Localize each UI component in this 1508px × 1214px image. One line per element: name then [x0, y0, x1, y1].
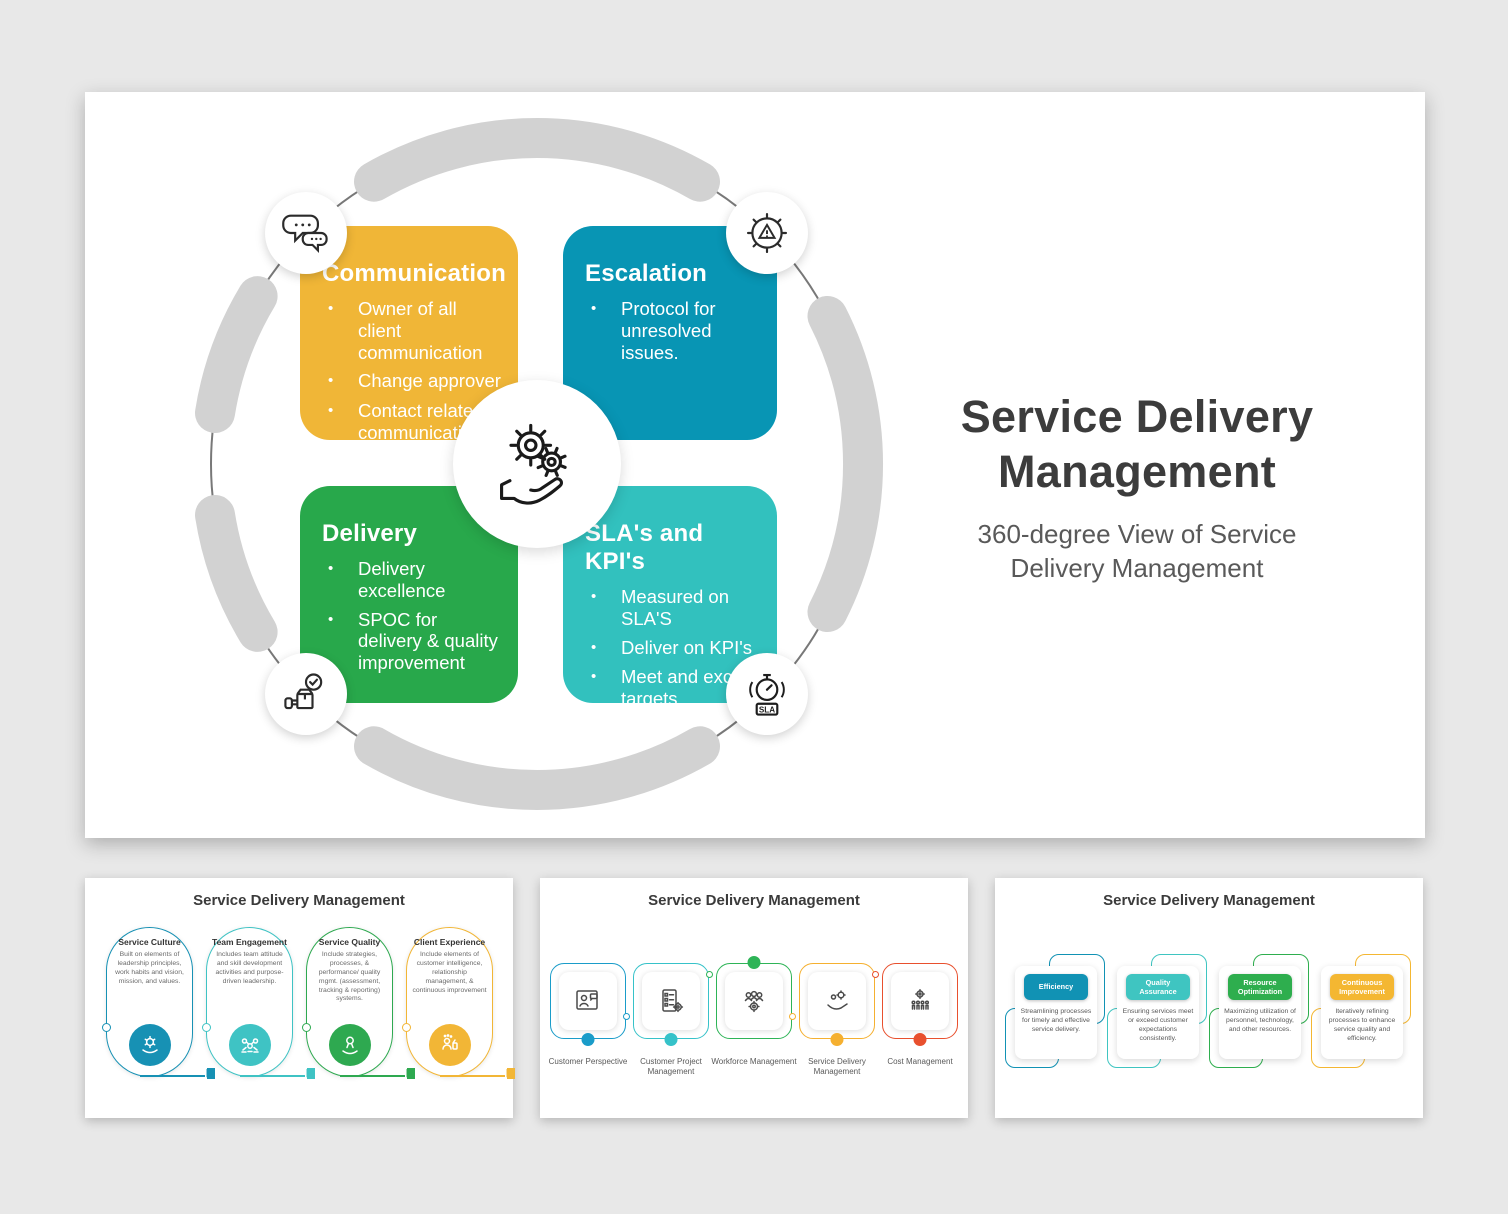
step-workforce-management: Workforce Management	[706, 956, 797, 1066]
hand-gears-icon	[808, 972, 866, 1030]
item-body: Built on elements of leadership principl…	[115, 951, 184, 985]
bullet-item: Change approver	[322, 370, 504, 393]
capsule-team-engagement: Team Engagement Includes team attitude a…	[202, 927, 315, 1079]
card-body: Streamlining processes for timely and ef…	[1020, 1008, 1092, 1033]
step-cost-management: Cost Management	[872, 963, 958, 1066]
customer-screen-icon	[559, 972, 617, 1030]
checklist-gear-icon	[642, 972, 700, 1030]
chat-bubbles-icon	[265, 192, 347, 274]
thumbnail-slide-cards[interactable]: Service Delivery Management Efficiency S…	[995, 878, 1423, 1118]
page-title: Service Delivery Management	[960, 391, 1314, 497]
capsule-service-quality: Service Quality Include strategies, proc…	[302, 927, 415, 1079]
page-subtitle: 360-degree View of Service Delivery Mana…	[977, 518, 1297, 583]
award-hand-icon	[328, 1024, 371, 1066]
card-body: Iteratively refining processes to enhanc…	[1328, 1008, 1396, 1042]
step-service-delivery-management: Service Delivery Management	[789, 963, 875, 1076]
quadrant-title: Delivery	[322, 520, 417, 547]
step-label: Service Delivery Management	[808, 1057, 866, 1077]
card-efficiency: Efficiency Streamlining processes for ti…	[1005, 954, 1105, 1068]
slide-title: Service Delivery Management	[648, 892, 860, 909]
card-resource-optimization: Resource Optimization Maximizing utiliza…	[1209, 954, 1309, 1068]
item-title: Service Culture	[118, 937, 181, 947]
main-slide-preview: Communication Owner of all client commun…	[85, 92, 1425, 838]
bullet-item: Deliver on KPI's	[585, 637, 763, 660]
card-header: Resource Optimization	[1228, 974, 1292, 1000]
step-label: Customer Project Management	[640, 1057, 702, 1077]
step-customer-perspective: Customer Perspective	[549, 963, 627, 1066]
step-label: Customer Perspective	[548, 1057, 628, 1066]
step-customer-project-management: Customer Project Management	[623, 963, 709, 1076]
item-body: Include elements of customer intelligenc…	[412, 951, 487, 994]
title-block: Service Delivery Management 360-degree V…	[937, 390, 1337, 585]
quadrant-communication: Communication Owner of all client commun…	[300, 226, 518, 443]
cost-gear-icon	[891, 972, 949, 1030]
delivery-approved-icon	[265, 653, 347, 735]
sla-stopwatch-icon: SLA	[726, 653, 808, 735]
slide-title: Service Delivery Management	[193, 892, 405, 909]
step-label: Workforce Management	[711, 1057, 797, 1066]
arrow-icon: ▷	[506, 1067, 515, 1079]
card-continuous-improvement: Continuous Improvement Iteratively refin…	[1311, 954, 1411, 1068]
item-title: Service Quality	[318, 937, 381, 947]
capsule-client-experience: Client Experience Include elements of cu…	[402, 927, 515, 1079]
arrow-icon: ▷	[406, 1067, 415, 1079]
step-label: Cost Management	[887, 1057, 953, 1066]
slide-title: Service Delivery Management	[1103, 892, 1315, 909]
card-row: Efficiency Streamlining processes for ti…	[1005, 954, 1411, 1068]
bullet-item: Protocol for unresolved issues.	[585, 298, 763, 363]
quadrant-title: Escalation	[585, 260, 708, 287]
bullet-item: Contact related communication	[322, 400, 504, 444]
card-body: Ensuring services meet or exceed custome…	[1122, 1008, 1194, 1042]
workforce-group-icon	[725, 972, 783, 1030]
arrow-icon: ▷	[206, 1067, 215, 1079]
quadrant-title: SLA's and KPI's	[585, 520, 704, 575]
card-header: Continuous Improvement	[1330, 974, 1394, 1000]
item-body: Includes team attitude and skill develop…	[215, 951, 284, 985]
team-network-icon	[228, 1024, 271, 1066]
card-body: Maximizing utilization of personnel, tec…	[1224, 1008, 1296, 1033]
hand-holding-gears-icon	[453, 380, 621, 548]
customer-thumbs-icon	[428, 1024, 471, 1066]
circuit-row: Customer Perspective	[549, 956, 958, 1076]
arrow-icon: ▷	[306, 1067, 315, 1079]
svg-text:SLA: SLA	[759, 705, 775, 714]
thumbnail-slide-capsules[interactable]: Service Delivery Management Service Cult…	[85, 878, 515, 1118]
card-header: Quality Assurance	[1126, 974, 1190, 1000]
circular-ring	[195, 118, 883, 810]
thumbnail-slide-circuit[interactable]: Service Delivery Management Customer Per…	[540, 878, 968, 1118]
bullet-item: Measured on SLA'S	[585, 586, 763, 630]
quadrant-title: Communication	[322, 260, 506, 287]
item-title: Team Engagement	[212, 937, 287, 947]
capsule-row: Service Culture Built on elements of lea…	[102, 927, 515, 1079]
bullet-item: Owner of all client communication	[322, 298, 504, 363]
escalation-gear-icon	[726, 192, 808, 274]
gear-hand-icon	[128, 1024, 171, 1066]
item-body: Include strategies, processes, & perform…	[318, 951, 381, 1003]
card-header: Efficiency	[1024, 974, 1088, 1000]
item-title: Client Experience	[413, 937, 486, 947]
card-quality-assurance: Quality Assurance Ensuring services meet…	[1107, 954, 1207, 1068]
bullet-item: Delivery excellence	[322, 558, 504, 602]
capsule-service-culture: Service Culture Built on elements of lea…	[102, 927, 215, 1079]
bullet-item: SPOC for delivery & quality improvement	[322, 609, 504, 674]
